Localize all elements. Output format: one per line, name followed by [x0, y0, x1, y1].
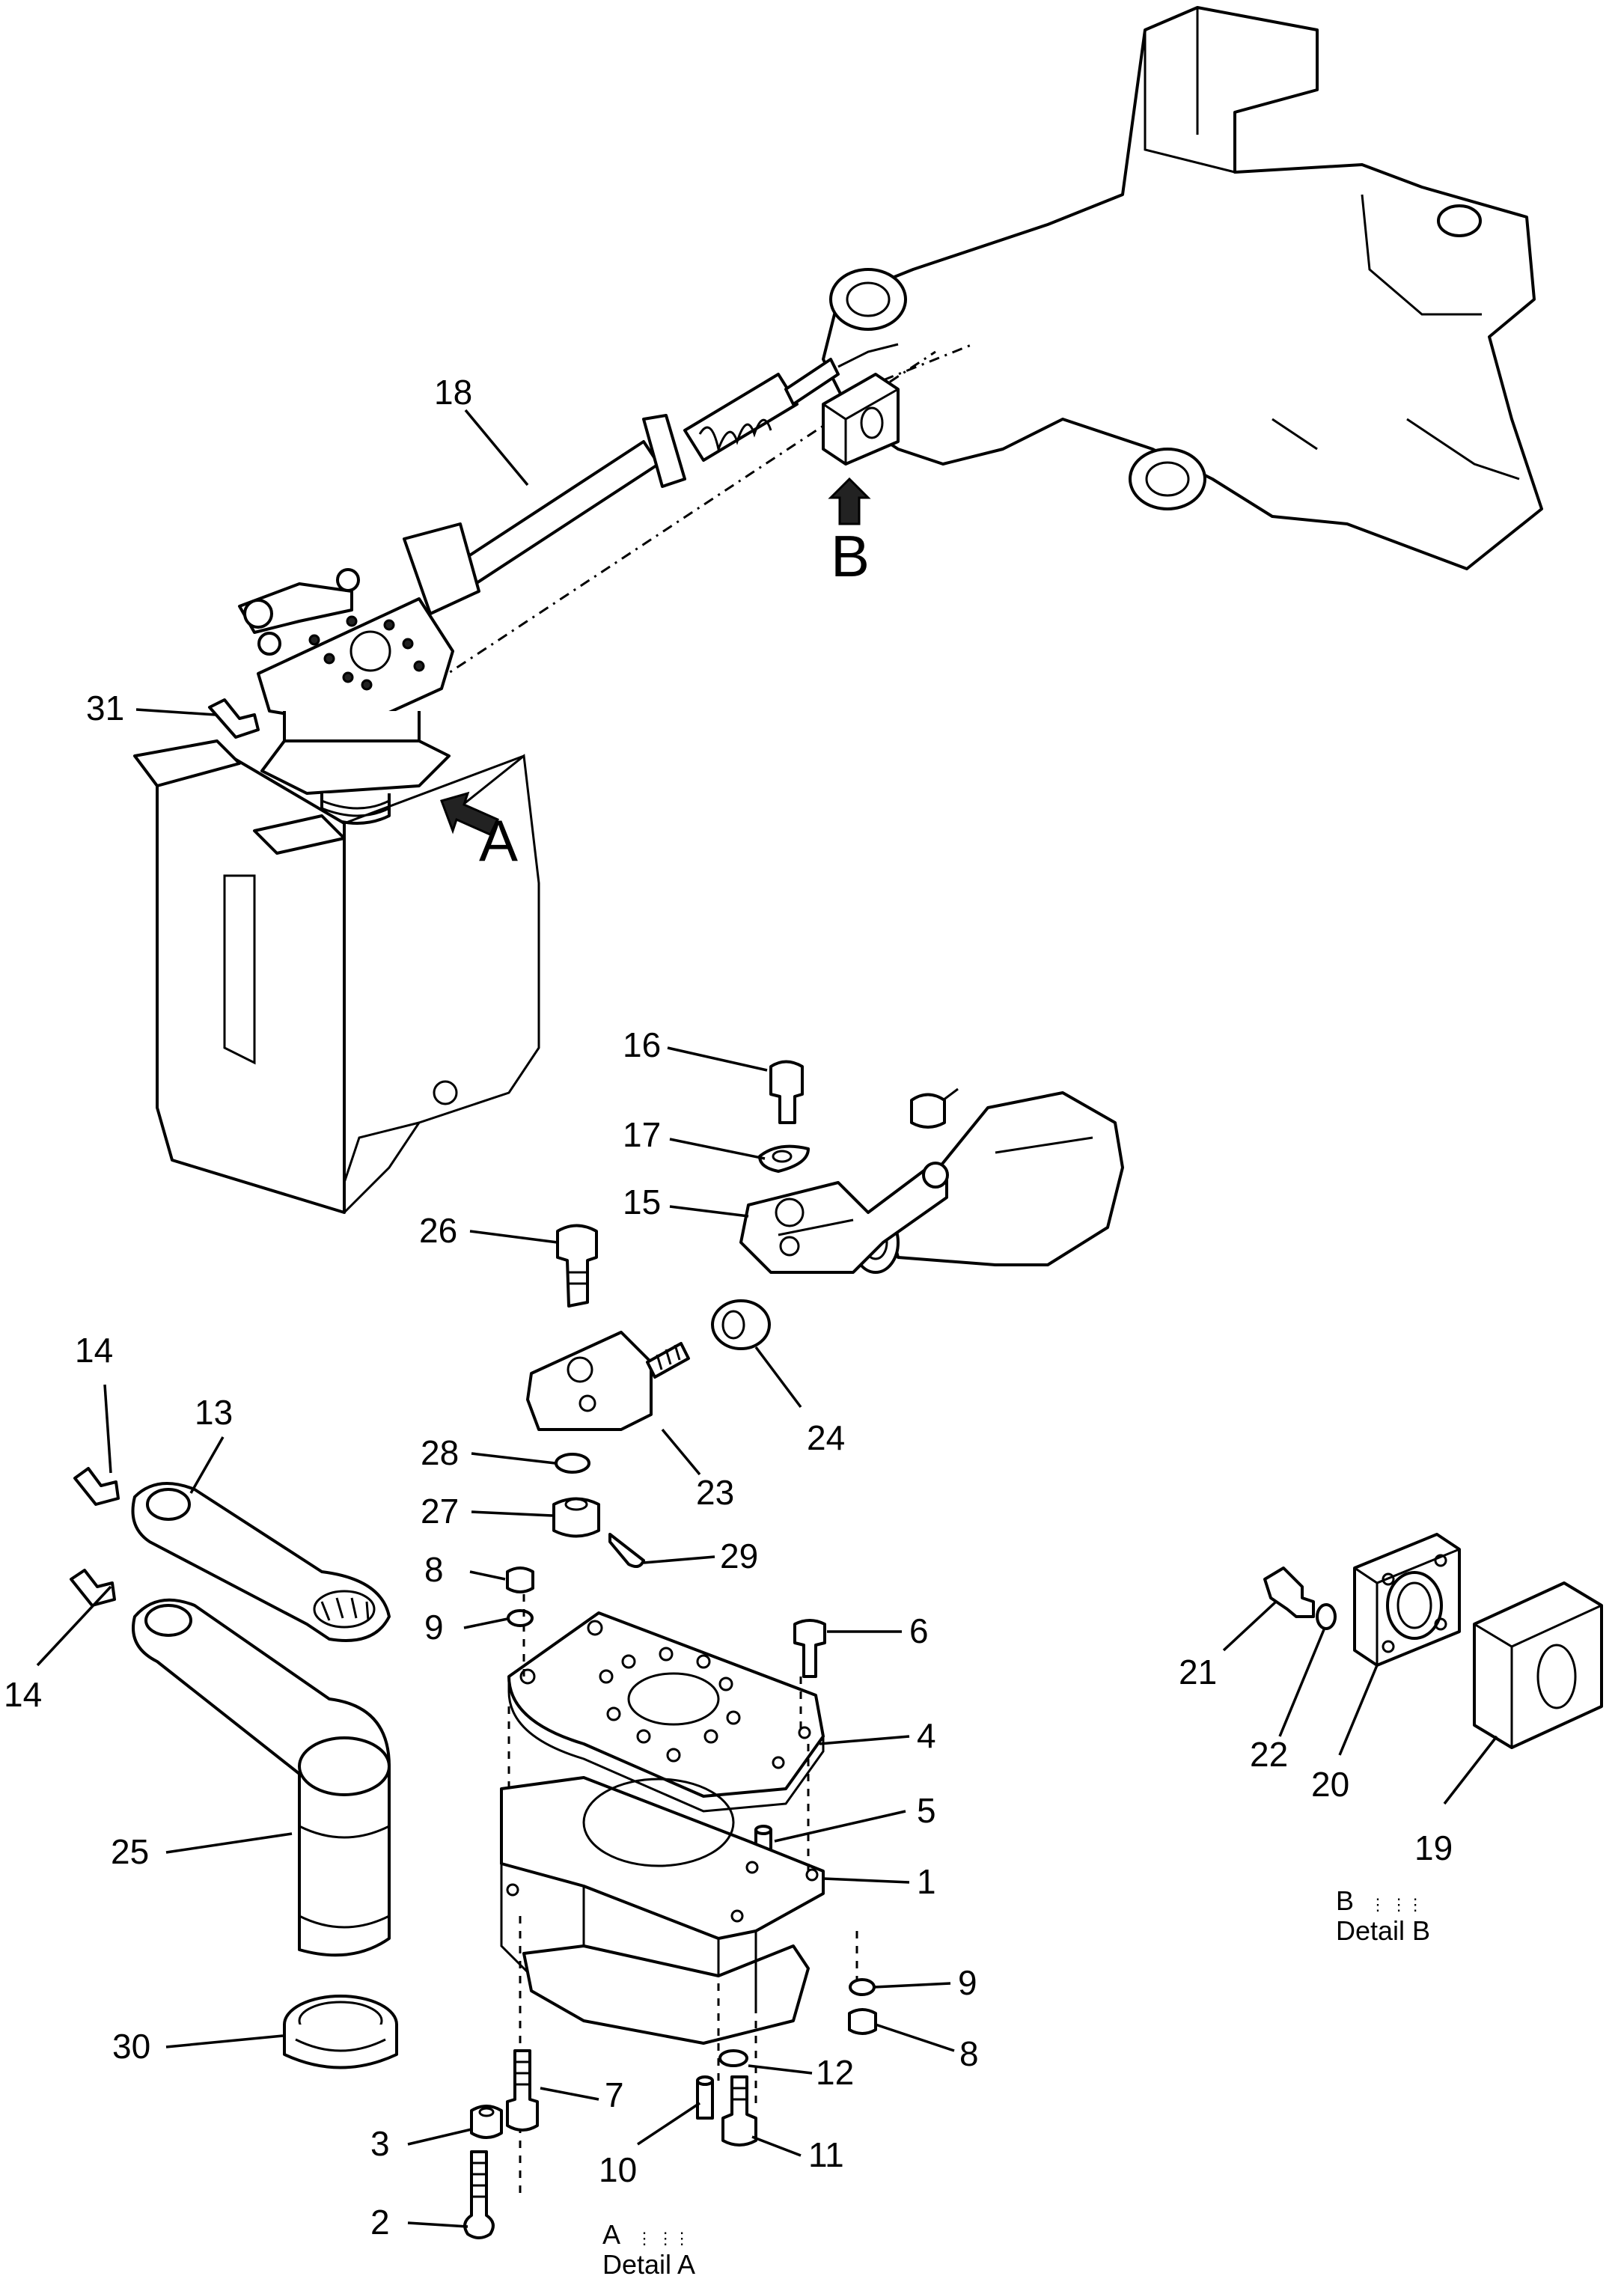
part-15-clevis-arm	[739, 1162, 949, 1274]
callout-22: 22	[1250, 1735, 1288, 1774]
part-1-bracket	[500, 1776, 825, 2045]
part-28-snap-ring	[555, 1453, 590, 1474]
callout-14-lower: 14	[4, 1675, 42, 1714]
detail-b-letter: B	[1336, 1885, 1354, 1916]
callout-16: 16	[623, 1025, 661, 1064]
part-4-plate	[507, 1611, 825, 1813]
part-22-washer	[1316, 1603, 1337, 1630]
callout-9-lower: 9	[958, 1963, 977, 2002]
grease-fitting-31	[208, 698, 260, 739]
callout-8-upper: 8	[424, 1550, 444, 1589]
part-17-washer	[758, 1144, 810, 1173]
part-10-dowel	[696, 2075, 714, 2120]
callout-13: 13	[195, 1393, 233, 1432]
part-23-clevis	[526, 1331, 690, 1431]
centerline-1	[209, 350, 936, 832]
detail-b-caption: B ⋮ ⋮⋮ Detail B	[1336, 1885, 1430, 1946]
part-9-washer-upper	[507, 1609, 534, 1627]
tie-rod-end	[852, 1091, 1124, 1274]
part-27-nut	[552, 1497, 600, 1538]
callout-29: 29	[720, 1537, 758, 1575]
part-2-bolt	[463, 2150, 495, 2239]
callout-28: 28	[421, 1433, 459, 1472]
part-7-bolt	[506, 2049, 539, 2132]
callout-6: 6	[909, 1611, 929, 1650]
part-6-bolt	[793, 1619, 826, 1678]
callout-4: 4	[917, 1716, 936, 1755]
part-8-nut-lower	[848, 2008, 877, 2035]
view-label-b: B	[831, 523, 870, 589]
part-24-nut	[711, 1299, 771, 1350]
callout-15: 15	[623, 1183, 661, 1221]
steering-arm-assembly	[238, 568, 454, 825]
part-13-steering-arm	[131, 1482, 391, 1642]
drag-link	[403, 343, 899, 615]
part-26-pin	[556, 1224, 598, 1308]
callout-30: 30	[112, 2027, 150, 2066]
part-9-washer-lower	[849, 1978, 876, 1996]
callout-26: 26	[419, 1211, 457, 1250]
callout-24: 24	[807, 1418, 845, 1457]
part-8-nut-upper	[506, 1566, 534, 1593]
callout-10: 10	[599, 2150, 637, 2189]
callout-27: 27	[421, 1492, 459, 1531]
part-14-fitting-upper	[73, 1467, 120, 1506]
callout-25: 25	[111, 1832, 149, 1871]
part-30-seal	[283, 1995, 398, 2069]
svg-text:⋮ ⋮⋮: ⋮ ⋮⋮	[636, 2229, 690, 2248]
view-arrow-a: A	[440, 791, 518, 873]
nut-castle	[910, 1087, 959, 1129]
part-19-block	[1473, 1581, 1603, 1749]
part-11-bolt	[721, 2075, 757, 2147]
detail-a-letter: A	[602, 2219, 620, 2250]
detail-a-caption: A ⋮ ⋮⋮ Detail A	[602, 2219, 695, 2279]
callout-11: 11	[808, 2135, 844, 2174]
callout-20: 20	[1311, 1765, 1349, 1804]
callout-9-upper: 9	[424, 1608, 444, 1647]
callout-7: 7	[605, 2075, 624, 2114]
part-29-cotter-pin	[608, 1533, 645, 1569]
axle-housing	[822, 6, 1543, 570]
callout-17: 17	[623, 1115, 661, 1154]
callout-2: 2	[370, 2203, 390, 2242]
callout-8-lower: 8	[959, 2034, 979, 2073]
callout-18: 18	[434, 373, 472, 412]
callout-5: 5	[917, 1791, 936, 1830]
frame-bracket	[133, 739, 540, 1214]
part-21-bolt	[1263, 1566, 1315, 1618]
callout-12: 12	[816, 2053, 854, 2092]
callout-1: 1	[917, 1862, 936, 1901]
detail-a-caption-text: Detail A	[602, 2249, 695, 2279]
svg-text:⋮ ⋮⋮: ⋮ ⋮⋮	[1370, 1895, 1423, 1914]
callout-14-upper: 14	[75, 1331, 113, 1370]
callout-21: 21	[1179, 1653, 1217, 1691]
part-3-washer	[470, 2105, 503, 2139]
callout-23: 23	[696, 1473, 734, 1512]
part-20-flange	[1353, 1533, 1461, 1667]
block-b	[822, 373, 900, 466]
part-25-pitman-arm	[132, 1598, 391, 1957]
callout-19: 19	[1414, 1828, 1453, 1867]
callout-labels: 18 31 16 17 15 26 14 13 28 27 29 23 24 8…	[4, 373, 1453, 2242]
leader-lines	[36, 409, 1498, 2228]
callout-31: 31	[86, 689, 124, 727]
part-12-washer	[718, 2049, 748, 2067]
callout-3: 3	[370, 2124, 390, 2163]
view-arrow-b: B	[828, 477, 871, 589]
part-16-pin	[769, 1060, 804, 1124]
view-label-a: A	[479, 808, 518, 873]
detail-b-caption-text: Detail B	[1336, 1915, 1430, 1946]
